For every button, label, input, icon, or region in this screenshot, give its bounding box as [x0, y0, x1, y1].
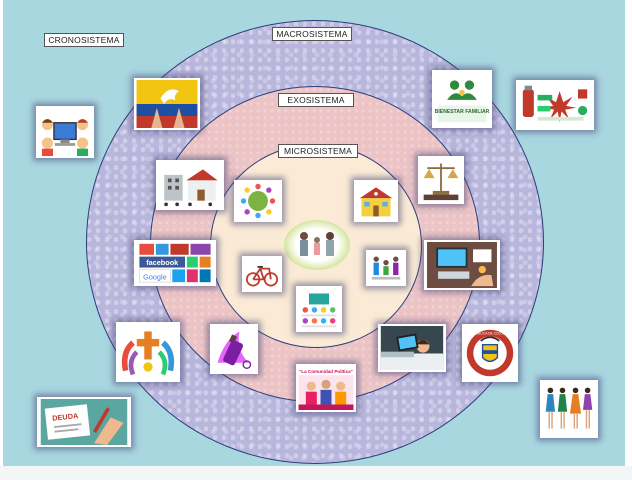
bienestar-familiar-logo: BIENESTAR FAMILIAR [432, 70, 492, 128]
colombia-coat-of-arms-image: REPÚBLICA DE COLOMBIA [462, 324, 518, 382]
bottom-strip [0, 466, 632, 480]
family-group-image [366, 250, 406, 286]
google-label: Google [143, 272, 167, 281]
alcohol-bottle-image [210, 324, 258, 374]
cronosistema-label: CRONOSISTEMA [44, 33, 124, 47]
justice-scale-image [418, 156, 464, 204]
drugs-icons-image [516, 80, 594, 130]
religion-community-image [116, 322, 180, 382]
child-tablet-bed-image [378, 324, 446, 372]
comunidad-label: "La Comunidad Política" [299, 369, 353, 374]
debt-writing-image: DEUDA [37, 397, 131, 447]
social-media-logos-image: facebook Google [134, 240, 216, 286]
children-circle-image [234, 180, 282, 222]
macrosistema-label: MACROSISTEMA [272, 27, 352, 41]
neighborhood-buildings-image [156, 160, 224, 210]
classroom-children-image [296, 286, 342, 332]
school-building-image [354, 180, 398, 222]
microsistema-label: MICROSISTEMA [278, 144, 358, 158]
fashion-women-image [540, 380, 598, 438]
debt-label: DEUDA [52, 411, 80, 423]
facebook-label: facebook [146, 258, 179, 267]
bicycle-image [242, 256, 282, 292]
bienestar-label: BIENESTAR FAMILIAR [435, 109, 490, 115]
colombia-flag-image [134, 78, 200, 130]
republica-label: REPÚBLICA DE COLOMBIA [469, 330, 512, 335]
family-center-image [292, 226, 342, 262]
exosistema-label: EXOSISTEMA [278, 93, 354, 107]
office-desk-image [424, 240, 500, 290]
comunidad-politica-image: "La Comunidad Política" [296, 364, 356, 412]
computer-children-image [36, 106, 94, 158]
